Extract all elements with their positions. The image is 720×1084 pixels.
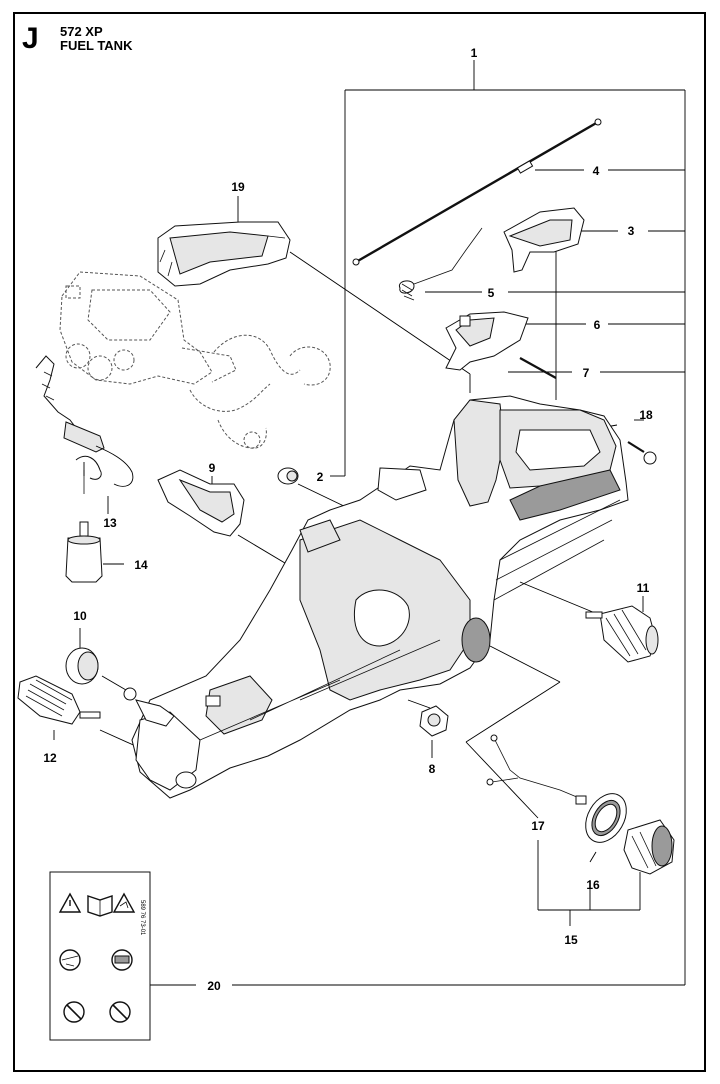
fuel-filter-part-14 xyxy=(65,521,103,583)
callout-20: 20 xyxy=(207,979,221,993)
callout-10: 10 xyxy=(73,609,87,623)
fuel-tank-housing xyxy=(131,395,629,799)
callout-3: 3 xyxy=(628,224,635,238)
callout-8: 8 xyxy=(429,762,436,776)
warning-triangle-icon xyxy=(58,892,82,913)
fuel-hose-left xyxy=(35,355,134,487)
nipple-part-2 xyxy=(277,467,299,485)
no-one-hand-icon xyxy=(63,1001,85,1023)
throttle-trigger-part-3 xyxy=(503,207,585,273)
model-name: 572 XP xyxy=(60,24,103,39)
callout-numbers: 1 2 3 4 5 6 7 8 9 10 11 12 13 14 15 16 1… xyxy=(43,46,653,993)
callout-2: 2 xyxy=(317,470,324,484)
kickback-warning-icon xyxy=(112,892,136,913)
section-letter: J xyxy=(22,22,39,55)
manual-book-icon xyxy=(87,895,113,917)
fuel-cap-part-15 xyxy=(623,819,675,875)
spring-part-5 xyxy=(398,227,483,301)
callout-14: 14 xyxy=(134,558,148,572)
hose-part-13 xyxy=(75,455,102,494)
no-bystanders-icon xyxy=(109,1001,131,1023)
callout-16: 16 xyxy=(586,878,600,892)
callout-6: 6 xyxy=(594,318,601,332)
screw-part-18 xyxy=(627,441,657,465)
callout-5: 5 xyxy=(488,286,495,300)
damper-part-10 xyxy=(65,647,99,685)
throttle-lockout-part-6 xyxy=(445,311,529,371)
rear-bolt-assembly xyxy=(123,687,175,727)
callout-1: 1 xyxy=(471,46,478,60)
seal-part-16 xyxy=(585,793,627,843)
callout-18: 18 xyxy=(639,408,653,422)
diagram-frame xyxy=(13,12,706,1072)
nut-part-8 xyxy=(419,705,449,737)
fuel-hose-part-17 xyxy=(486,734,587,805)
callout-12: 12 xyxy=(43,751,57,765)
av-spring-part-12 xyxy=(17,675,101,725)
callout-9: 9 xyxy=(209,461,216,475)
label-code: 589 76 73-01 xyxy=(139,900,145,936)
callout-13: 13 xyxy=(103,516,117,530)
carburetor-context xyxy=(59,271,331,449)
throttle-rod-part-4 xyxy=(352,118,602,266)
leader-lines xyxy=(53,60,686,986)
page-title: FUEL TANK xyxy=(60,38,133,53)
callout-7: 7 xyxy=(583,366,590,380)
callout-19: 19 xyxy=(231,180,245,194)
guard-part-9 xyxy=(157,469,245,537)
callout-15: 15 xyxy=(564,933,578,947)
callout-17: 17 xyxy=(531,819,545,833)
cover-part-19 xyxy=(157,221,291,287)
av-spring-part-11 xyxy=(585,605,659,663)
warning-label-part-20: 589 76 73-01 xyxy=(49,871,151,1041)
pin-part-7 xyxy=(519,357,557,379)
protective-gear-icon xyxy=(59,949,81,971)
callout-4: 4 xyxy=(593,164,600,178)
helmet-icon xyxy=(111,949,133,971)
callout-11: 11 xyxy=(637,581,650,595)
